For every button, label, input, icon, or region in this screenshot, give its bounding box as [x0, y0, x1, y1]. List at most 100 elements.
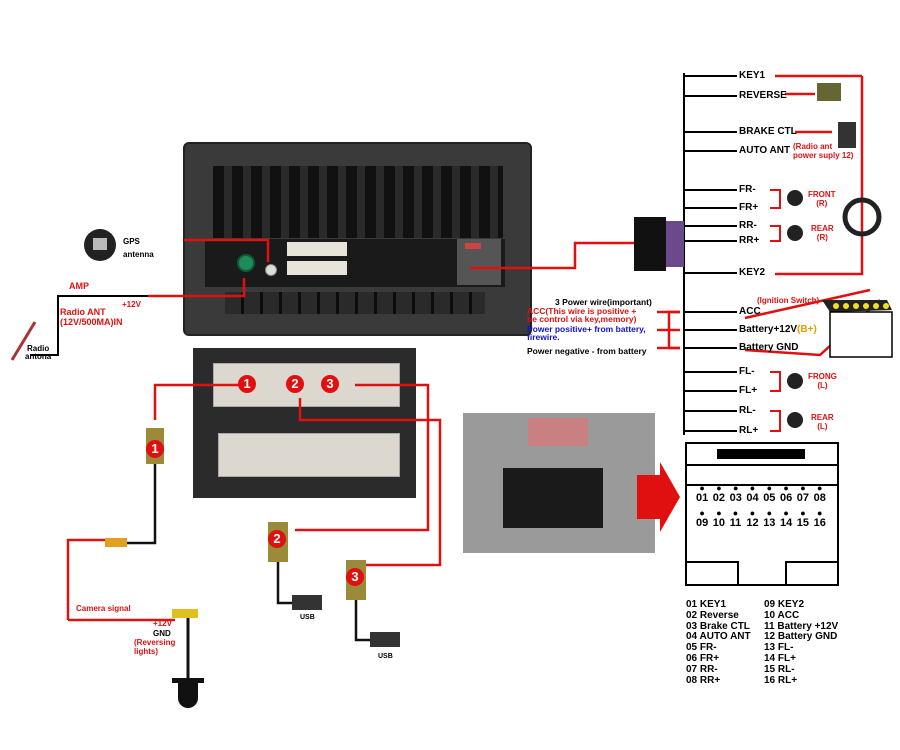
label-key1: KEY1 — [739, 70, 766, 81]
power-note-acc-2: be control via key,memory) — [527, 314, 637, 324]
pin-04: ●04 — [746, 483, 759, 505]
label-battery-12v: Battery+12V(B+) — [739, 325, 817, 335]
speaker-rear-r-1: REAR — [811, 224, 834, 233]
badge-3: 3 — [321, 375, 339, 393]
radio-ant-label-2: (12V/500MA)IN — [60, 317, 123, 327]
label-brake-ctl: BRAKE CTL — [739, 126, 797, 137]
power-note-battery-1: Power positive+ from battery, — [527, 324, 646, 334]
label-fl-minus: FL- — [739, 366, 755, 377]
speaker-front-r-1: FRONT — [808, 190, 836, 199]
pin-legend-item: 04 AUTO ANT — [686, 631, 751, 643]
auto-ant-note-2: power suply 12) — [793, 151, 854, 160]
speaker-rear-r-2: (R) — [816, 233, 828, 242]
badge-camera-1: 1 — [146, 440, 164, 458]
label-rl-minus: RL- — [739, 405, 756, 416]
plus12v-label: +12V — [122, 300, 141, 309]
speaker-front-l: FRONG(L) — [808, 372, 837, 390]
usb-plug-3 — [370, 632, 400, 647]
pin-legend-item: 10 ACC — [764, 609, 800, 621]
connector-lower — [218, 433, 400, 477]
pin-legend-item: 03 Brake CTL — [686, 620, 750, 632]
pin-08: ●08 — [813, 483, 826, 505]
pin-05: ●05 — [763, 483, 776, 505]
radio-antenna-label-1: Radio — [27, 344, 50, 353]
speaker-front-r: FRONT(R) — [808, 190, 836, 208]
label-rl-plus: RL+ — [739, 425, 759, 436]
label-rr-plus: RR+ — [739, 235, 760, 246]
badge-1: 1 — [238, 375, 256, 393]
pin-diagram — [685, 442, 839, 586]
fuse — [465, 243, 481, 249]
pin-legend-item: 02 Reverse — [686, 609, 739, 621]
radio-ant-port — [265, 264, 277, 276]
pin-10: ●10 — [712, 508, 726, 530]
label-key2: KEY2 — [739, 267, 766, 278]
speaker-rear-l-2: (L) — [817, 422, 828, 431]
pin-legend-item: 12 Battery GND — [764, 631, 838, 643]
pin-07: ●07 — [796, 483, 810, 505]
usb-plug-2 — [292, 595, 322, 610]
radio-antenna-label-2: antona — [25, 352, 52, 361]
battery-icon — [822, 300, 893, 358]
connector-closeup — [193, 348, 416, 498]
white-connector-top — [287, 242, 347, 256]
pin-03: ●03 — [729, 483, 742, 505]
head-unit-rear — [183, 142, 532, 336]
pin-diagram-bar — [717, 449, 805, 459]
usb-label-3: USB — [378, 653, 393, 660]
heatsink — [213, 166, 503, 238]
pin-legend-item: 15 RL- — [764, 663, 795, 675]
speaker-front-l-1: FRONG — [808, 372, 837, 381]
gps-antenna-icon — [84, 229, 116, 261]
reverse-camera-icon — [172, 678, 204, 708]
speaker-rear-l-1: REAR — [811, 413, 834, 422]
pin-12: ●12 — [746, 508, 759, 530]
power-note-acc-1: ACC(This wire is positive + — [527, 306, 637, 316]
label-battery-gnd: Battery GND — [739, 342, 799, 353]
pin-legend-item: 16 RL+ — [764, 674, 798, 686]
label-fr-plus: FR+ — [739, 202, 759, 213]
socket-pins — [503, 468, 603, 528]
rca-connector-icon — [105, 538, 127, 547]
battery-12v-text: Battery+12V — [739, 324, 798, 335]
badge-usb-3: 3 — [346, 568, 364, 586]
power-notes-title: 3 Power wire(important) — [555, 297, 652, 307]
pin-16: ●16 — [813, 508, 826, 530]
socket-closeup — [463, 413, 655, 553]
pin-09: ●09 — [696, 508, 709, 530]
amp-label: AMP — [69, 281, 89, 291]
pin-11: ●11 — [729, 508, 742, 530]
pin-legend-item: 08 RR+ — [686, 674, 721, 686]
reverse-light-icon — [817, 83, 841, 101]
pin-legend-item: 11 Battery +12V — [764, 620, 839, 632]
pin-06: ●06 — [780, 483, 793, 505]
gps-port — [237, 254, 255, 272]
brake-pedal-icon — [838, 122, 856, 148]
label-reverse: REVERSE — [739, 90, 787, 101]
gps-label-2: antenna — [123, 250, 154, 259]
badge-2: 2 — [286, 375, 304, 393]
pin-legend-item: 01 KEY1 — [686, 599, 727, 610]
pin-legend-item: 13 FL- — [764, 642, 794, 654]
pin-legend-item: 06 FR+ — [686, 652, 720, 664]
label-fr-minus: FR- — [739, 184, 756, 195]
b-plus-text: (B+) — [797, 324, 817, 335]
gps-label-1: GPS — [123, 237, 140, 246]
badge-usb-2: 2 — [268, 530, 286, 548]
pin-legend-item: 14 FL+ — [764, 652, 796, 664]
pin-01: ●01 — [696, 483, 709, 505]
pin-13: ●13 — [763, 508, 776, 530]
pin-14: ●14 — [780, 508, 793, 530]
usb-label-2: USB — [300, 614, 315, 621]
label-acc: ACC — [739, 306, 761, 317]
pin-15: ●15 — [796, 508, 810, 530]
camera-rca-head — [172, 609, 198, 618]
speaker-rear-l: REAR(L) — [811, 413, 834, 431]
camera-reversing-2: lights) — [134, 647, 158, 656]
pin-legend-item: 09 KEY2 — [764, 599, 805, 610]
white-connector-bottom — [287, 261, 347, 275]
pin-legend-item: 05 FR- — [686, 642, 717, 654]
label-auto-ant: AUTO ANT — [739, 145, 791, 156]
